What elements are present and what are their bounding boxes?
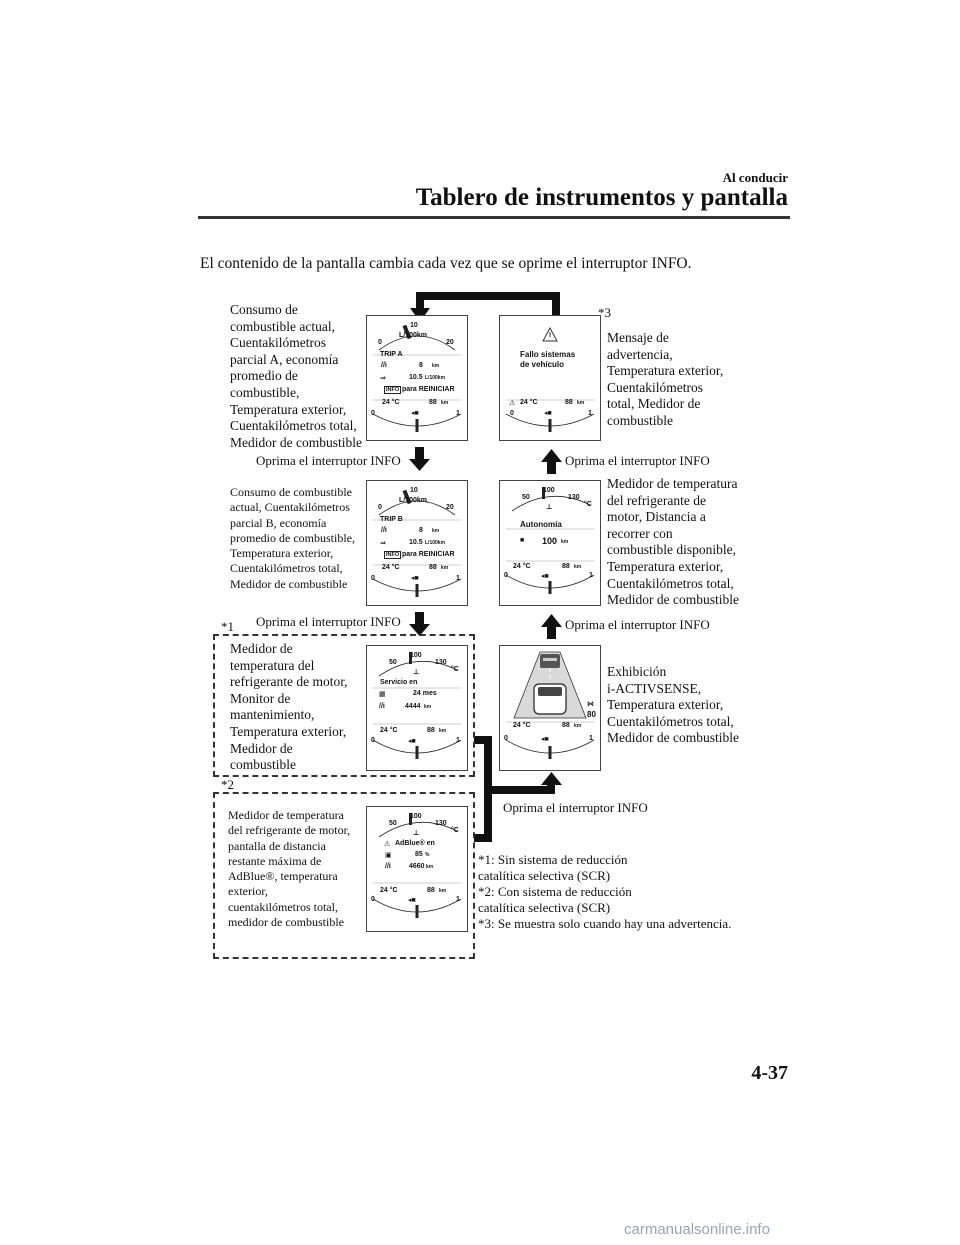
arrow-down-icon xyxy=(409,459,430,471)
coolant-icon: ⊥ xyxy=(413,669,420,676)
warning-icon: ⚠ xyxy=(509,400,516,407)
press-label: Oprima el interruptor INFO xyxy=(565,453,710,468)
screen-iactivsense: ⋈ 80 24 °C 88 km 0 1 ◂■ xyxy=(499,645,601,771)
fuel-pump-icon: ◂■ xyxy=(411,575,419,582)
screen-adblue: 100 50 130 °C ⊥ ⚠ AdBlue® en ▣ 85 % //i … xyxy=(366,806,468,932)
screen-maintenance: 100 50 130 °C ⊥ Servicio en ▦ 24 mes //i… xyxy=(366,645,468,771)
press-label: Oprima el interruptor INFO xyxy=(256,453,401,468)
calendar-icon: ▦ xyxy=(379,691,386,698)
scr-box xyxy=(213,792,475,959)
trip-icon: //i xyxy=(379,703,385,710)
info-badge: INFO xyxy=(384,551,402,559)
trip-icon: //i xyxy=(385,863,391,870)
intro-text: El contenido de la pantalla cambia cada … xyxy=(200,255,692,272)
screen-trip-b: 10 0 20 L/100km TRIP B //i 8 km ⇒ 10.5 L… xyxy=(366,480,468,606)
tank-icon: ▣ xyxy=(385,852,392,859)
fuel-pump-icon: ◂■ xyxy=(541,736,549,743)
screen-trip-a: 10 0 20 L/100km TRIP A //i 8 km ⇒ 10.5 L… xyxy=(366,315,468,441)
note-mark-1: *1 xyxy=(221,619,234,634)
speed-sign-icon: ⋈ xyxy=(587,701,594,708)
fuel-pump-icon: ◂■ xyxy=(544,410,552,417)
press-label: Oprima el interruptor INFO xyxy=(503,800,648,815)
page-number: 4-37 xyxy=(751,1062,788,1084)
watermark: carmanualsonline.info xyxy=(624,1221,770,1238)
arrow-up-icon xyxy=(541,614,562,627)
fuel-pump-icon: ■ xyxy=(520,537,525,544)
arrow-up-icon xyxy=(541,772,562,785)
header-rule xyxy=(198,216,790,219)
screen-range: 100 50 130 °C ⊥ Autonomía ■ 100 km 24 °C… xyxy=(499,480,601,606)
fuel-pump-icon: ◂■ xyxy=(408,738,416,745)
fuel-pump-icon: ◂■ xyxy=(411,410,419,417)
coolant-icon: ⊥ xyxy=(546,504,553,511)
fuel-pump-icon: ◂■ xyxy=(541,573,549,580)
note-mark-2: *2 xyxy=(221,777,234,792)
screen-warning: Fallo sistemas de vehículo ⚠ 24 °C 88 km… xyxy=(499,315,601,441)
trip-icon: //i xyxy=(381,527,387,534)
coolant-icon: ⊥ xyxy=(413,830,420,837)
info-badge: INFO xyxy=(384,386,402,394)
adblue-icon: ⚠ xyxy=(384,841,391,848)
arrow-up-icon xyxy=(541,449,562,462)
page-title: Tablero de instrumentos y pantalla xyxy=(415,184,788,211)
fuel-economy-icon: ⇒ xyxy=(380,375,386,382)
press-label: Oprima el interruptor INFO xyxy=(256,614,401,629)
arrow-down-icon xyxy=(409,624,430,636)
note-mark-3: *3 xyxy=(598,305,611,320)
section-label: Al conducir xyxy=(722,170,788,185)
press-label: Oprima el interruptor INFO xyxy=(565,617,710,632)
fuel-pump-icon: ◂■ xyxy=(408,897,416,904)
fuel-economy-icon: ⇒ xyxy=(380,540,386,547)
trip-icon: //i xyxy=(381,362,387,369)
scr-none-box xyxy=(213,634,475,777)
